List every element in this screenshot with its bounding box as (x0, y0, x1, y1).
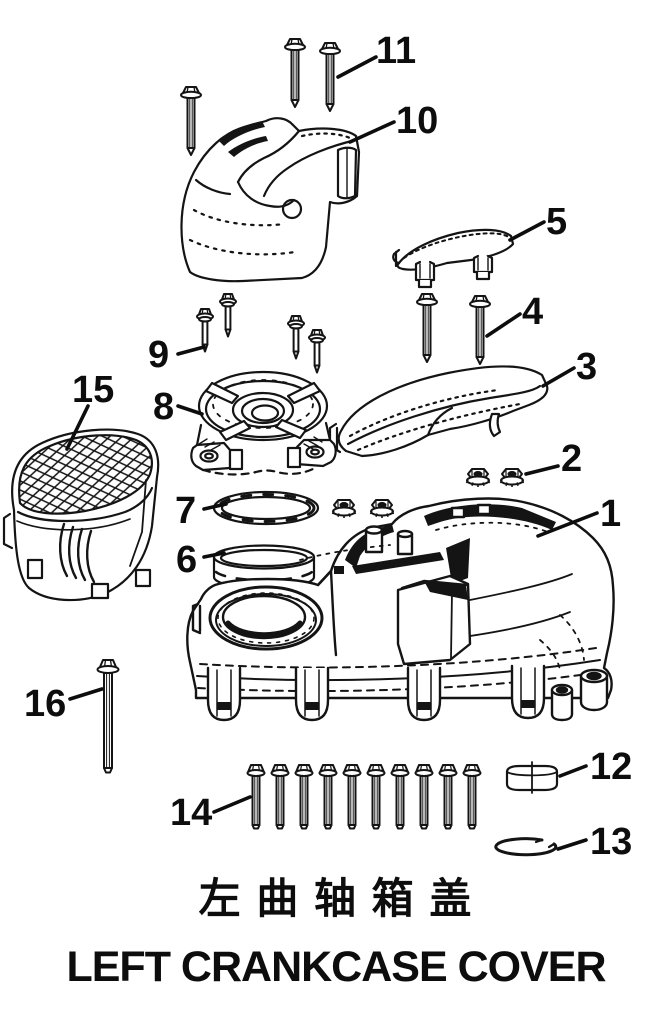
callout-12: 12 (590, 746, 633, 788)
leader-line-6 (202, 551, 226, 559)
leader-line-9 (176, 345, 206, 356)
leader-line-11 (336, 55, 378, 79)
leader-line-1 (536, 511, 599, 538)
callout-3: 3 (576, 346, 598, 388)
callout-9: 9 (148, 334, 170, 376)
leader-line-5 (508, 220, 546, 242)
callout-14: 14 (170, 792, 213, 834)
leader-line-14 (212, 795, 252, 814)
diagram-title-english: LEFT CRANKCASE COVER (66, 943, 606, 991)
part-7-o-ring-drawing (212, 490, 320, 526)
callout-2: 2 (561, 438, 583, 480)
part-4-bolts-drawing (416, 293, 491, 365)
leader-line-2 (524, 464, 560, 476)
leader-line-16 (68, 687, 104, 701)
leader-line-12 (558, 764, 588, 778)
callout-5: 5 (546, 201, 568, 243)
callout-10: 10 (396, 100, 439, 142)
callout-7: 7 (175, 490, 197, 532)
leader-line-8 (176, 404, 204, 416)
part-9-screws-drawing (196, 293, 326, 374)
callout-11: 11 (376, 30, 417, 72)
part-14-bolts-row-drawing (246, 764, 482, 830)
part-3-side-cover-drawing (328, 365, 549, 458)
callout-8: 8 (153, 386, 175, 428)
callout-4: 4 (522, 291, 544, 333)
part-5-bracket-drawing (392, 228, 515, 289)
part-16-long-bolt-drawing (96, 659, 120, 774)
part-10-shroud-cover-drawing (180, 117, 361, 283)
callout-13: 13 (590, 821, 633, 863)
leader-line-10 (348, 120, 396, 144)
part-8-filter-housing-drawing (190, 370, 337, 476)
leader-line-13 (556, 838, 588, 851)
callout-16: 16 (24, 683, 67, 725)
diagram-title-chinese: 左 曲 轴 箱 盖 (198, 875, 474, 922)
part-12-collar-drawing (505, 761, 559, 794)
part-13-snap-ring-drawing (494, 837, 558, 857)
callout-1: 1 (600, 493, 622, 535)
callout-6: 6 (176, 539, 198, 581)
part-1-crankcase-cover-drawing (186, 497, 615, 722)
leader-line-7 (202, 502, 228, 511)
part-15-mesh-cover-drawing (2, 428, 160, 602)
leader-lines (65, 55, 599, 851)
leader-line-3 (541, 366, 576, 388)
leader-line-15 (65, 404, 90, 451)
leader-line-4 (485, 312, 522, 338)
callout-15: 15 (72, 369, 115, 411)
